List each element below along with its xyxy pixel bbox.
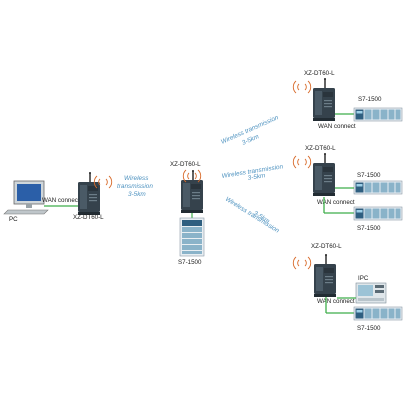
center-group: Wireless transmission 3-5km XZ-DT60-L S7…	[117, 161, 205, 266]
wireless-signal-icon	[292, 80, 312, 94]
plc-icon	[353, 180, 403, 195]
router-icon	[312, 77, 336, 122]
remote-site-1: XZ-DT60-L WAN connect S7-1500	[292, 70, 403, 130]
remote-site-3: XZ-DT60-L IPC WAN connect S7-1500	[292, 243, 403, 332]
device-label-center: XZ-DT60-L	[170, 161, 201, 168]
wireless-label-center-3: 3-5km	[128, 191, 146, 198]
plc-label-remote-2b: S7-1500	[357, 225, 381, 232]
plc-label-remote-2a: S7-1500	[357, 172, 381, 179]
wireless-label-center-1: Wireless	[124, 175, 149, 182]
device-label-remote-1: XZ-DT60-L	[304, 70, 335, 77]
router-icon	[312, 152, 336, 197]
wireless-link-1: Wireless transmission 3-5km	[220, 114, 280, 147]
router-icon	[180, 169, 204, 214]
pc-group: PC WAN connect XZ-DT60-L	[3, 171, 113, 223]
wireless-link-3: Wireless transmission 3-5km	[224, 196, 281, 235]
wireless-signal-icon	[292, 155, 312, 169]
remote-site-2: XZ-DT60-L S7-1500 WAN connect S7-1500	[292, 145, 403, 232]
device-label-remote-3: XZ-DT60-L	[311, 243, 342, 250]
router-icon	[313, 253, 337, 298]
wireless-signal-icon	[292, 256, 312, 270]
device-label-left: XZ-DT60-L	[73, 214, 104, 221]
link-2-label-2: 3-5km	[247, 172, 266, 182]
device-label-remote-2: XZ-DT60-L	[305, 145, 336, 152]
wireless-link-2: Wireless transmission 3-5km	[221, 163, 284, 182]
plc-label-remote-1: S7-1500	[358, 96, 382, 103]
wan-label-remote-2: WAN connect	[317, 199, 355, 206]
plc-icon	[353, 306, 403, 321]
wan-label-left: WAN connect	[42, 197, 80, 204]
plc-label-center: S7-1500	[178, 259, 202, 266]
plc-icon	[353, 206, 403, 221]
wan-label-remote-3: WAN connect	[317, 298, 355, 305]
wan-label-remote-1: WAN connect	[318, 123, 356, 130]
pc-label: PC	[9, 216, 18, 223]
industrial-pc-icon	[355, 282, 387, 304]
router-icon	[77, 171, 101, 216]
plc-icon	[179, 217, 205, 257]
wireless-label-center-2: transmission	[117, 183, 153, 190]
ipc-label: IPC	[358, 275, 369, 282]
plc-icon	[353, 107, 403, 122]
plc-label-remote-3: S7-1500	[357, 325, 381, 332]
computer-icon	[3, 180, 49, 215]
